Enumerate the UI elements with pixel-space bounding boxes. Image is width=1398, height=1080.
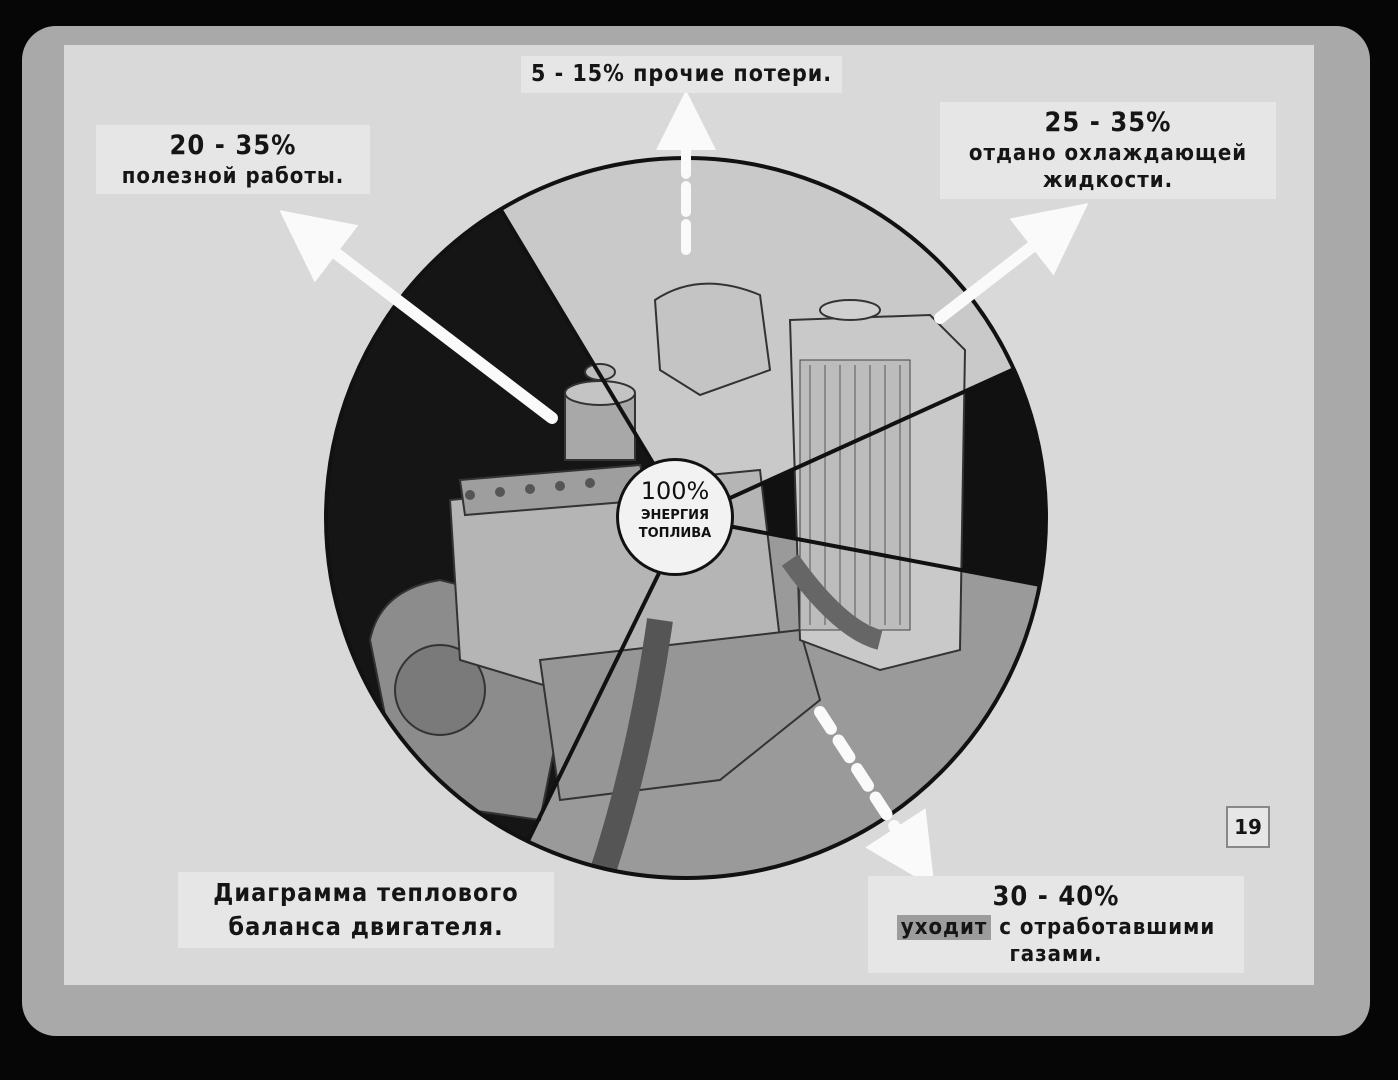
useful-text: полезной работы. xyxy=(121,163,345,189)
exhaust-label: 30 - 40% уходит с отработавшими газами. xyxy=(868,876,1244,973)
useful-percent: 20 - 35% xyxy=(169,130,297,161)
losses-text: прочие потери. xyxy=(633,61,833,87)
center-percent: 100% xyxy=(640,477,710,505)
pie-divider-cooling xyxy=(685,516,1041,587)
useful-work-label: 20 - 35% полезной работы. xyxy=(96,125,370,195)
useful-arrow xyxy=(279,210,558,424)
losses-percent: 5 - 15% xyxy=(531,61,625,87)
exhaust-percent: 30 - 40% xyxy=(992,881,1120,912)
cooling-text: отдано охлаждающей жидкости. xyxy=(968,140,1248,194)
exhaust-text-highlight: уходит xyxy=(896,914,992,940)
cooling-arrow xyxy=(934,202,1089,324)
center-label: 100% ЭНЕРГИЯ ТОПЛИВА xyxy=(616,458,734,576)
exhaust-text: с отработавшими газами. xyxy=(999,914,1216,968)
cooling-label: 25 - 35% отдано охлаждающей жидкости. xyxy=(940,102,1276,199)
slide-title: Диаграмма теплового баланса двигателя. xyxy=(178,872,554,948)
losses-label: 5 - 15% прочие потери. xyxy=(521,56,843,93)
pie-divider-losses xyxy=(685,367,1015,520)
center-text: ЭНЕРГИЯ ТОПЛИВА xyxy=(638,508,712,541)
exhaust-arrow xyxy=(814,706,935,889)
page-number: 19 xyxy=(1226,806,1270,848)
cooling-percent: 25 - 35% xyxy=(1044,107,1172,138)
